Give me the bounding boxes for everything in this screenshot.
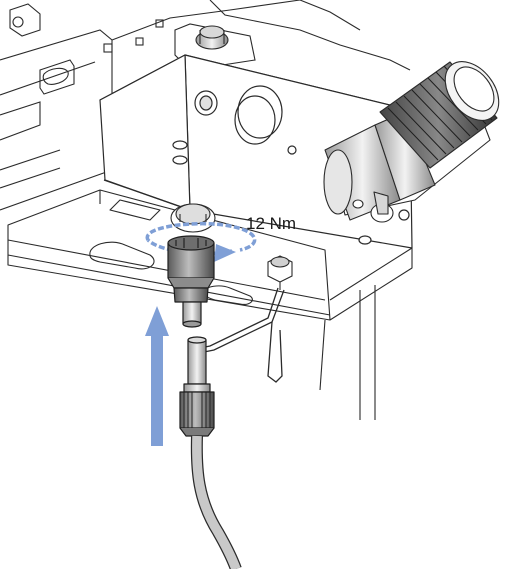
rear-fitting [174,23,256,71]
rotation-arrowhead [214,244,236,262]
up-arrow-icon [145,306,169,446]
side-nut [267,255,293,290]
main-fitting [167,235,215,328]
tube-fitting [179,336,215,437]
background-housing [0,0,411,211]
torque-label: 12 Nm [246,214,297,233]
inlet-device [323,61,500,223]
tubing [190,435,242,569]
port-boss [170,203,216,233]
